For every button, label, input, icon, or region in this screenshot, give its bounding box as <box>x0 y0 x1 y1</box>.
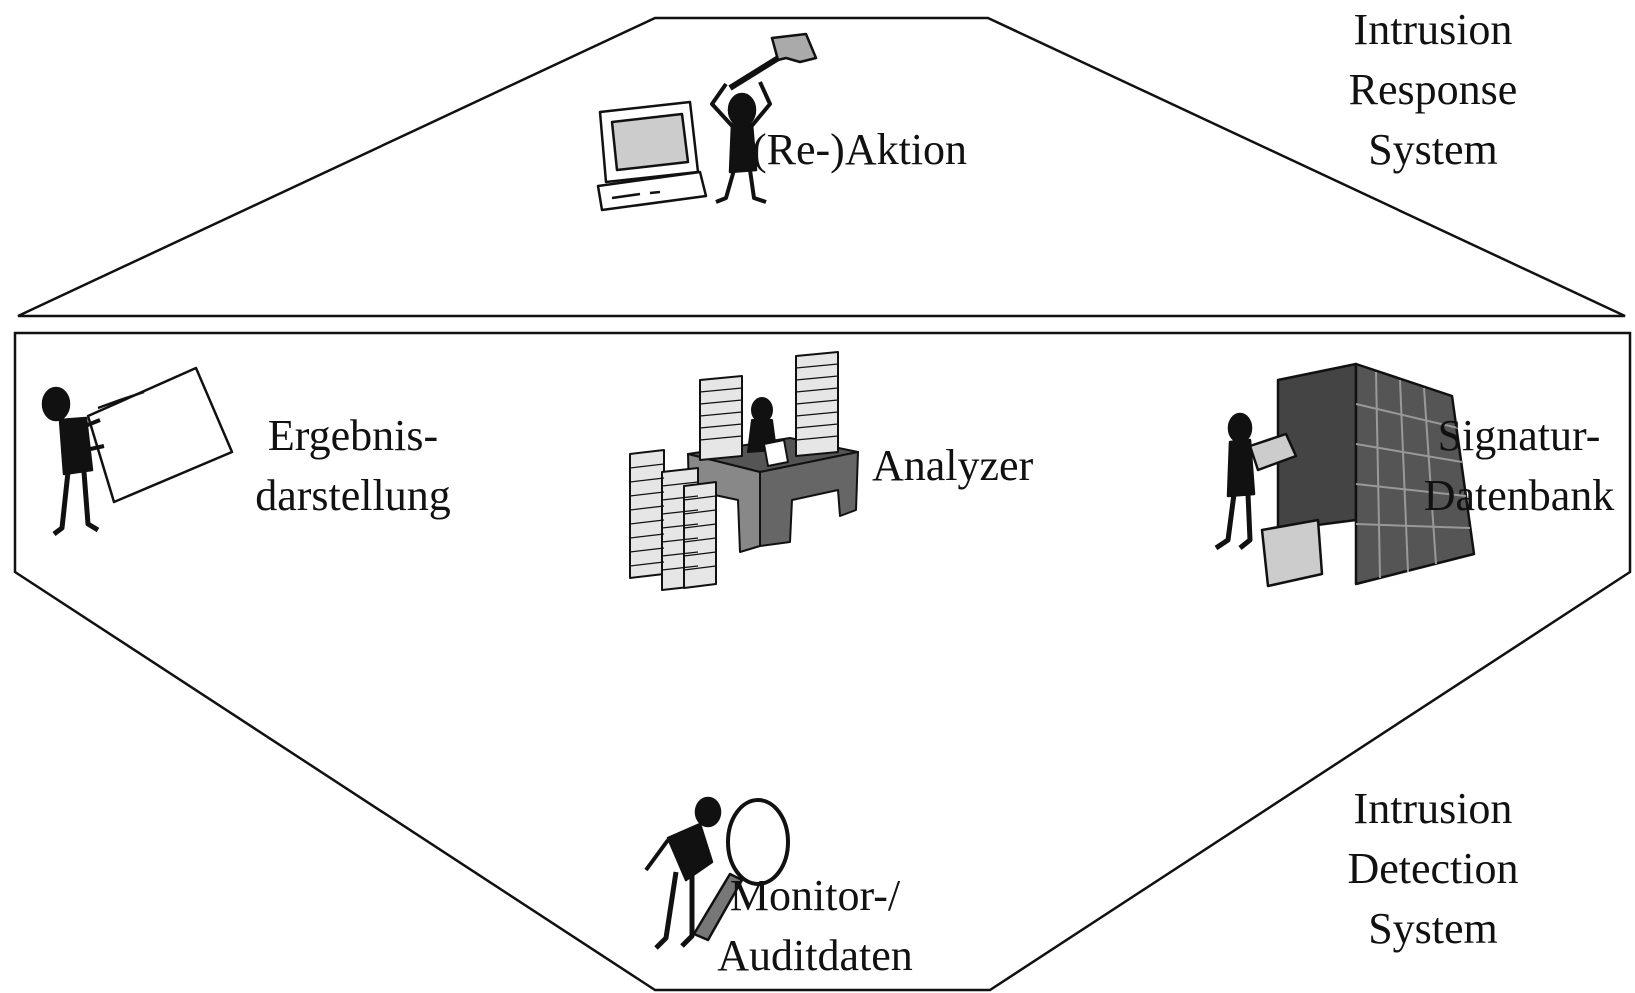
result-display-label: Ergebnis- darstellung <box>238 406 468 526</box>
response-system-title: Intrusion Response System <box>1318 0 1548 180</box>
analyzer-label: Analyzer <box>872 436 1033 496</box>
analyzer-label-text: Analyzer <box>872 441 1034 490</box>
response-system-title-line: System <box>1368 125 1498 174</box>
signature-db-label-line: Datenbank <box>1423 471 1615 520</box>
signature-db-label-line: Signatur- <box>1437 411 1601 460</box>
detection-system-title-line: Intrusion <box>1353 784 1513 833</box>
result-display-label-line: Ergebnis- <box>267 411 439 460</box>
response-system-title-line: Intrusion <box>1353 5 1513 54</box>
detection-system-outline <box>13 331 1632 992</box>
action-label: (Re-)Aktion <box>752 120 967 180</box>
signature-db-label: Signatur- Datenbank <box>1404 406 1634 526</box>
response-system-title-line: Response <box>1348 65 1518 114</box>
monitor-audit-label-line: Monitor-/ <box>729 871 901 920</box>
detection-system-title-line: System <box>1368 904 1498 953</box>
response-system-outline <box>17 16 1626 318</box>
action-label-text: (Re-)Aktion <box>752 125 968 174</box>
person-with-magnifier-icon <box>644 796 790 950</box>
monitor-audit-label: Monitor-/ Auditdaten <box>700 866 930 986</box>
computer-with-hammer-person-icon <box>596 32 818 212</box>
result-display-label-line: darstellung <box>255 471 451 520</box>
desk-with-paper-stacks-icon <box>629 351 859 591</box>
person-holding-board-icon <box>41 366 234 536</box>
detection-system-title-line: Detection <box>1347 844 1519 893</box>
monitor-audit-label-line: Auditdaten <box>717 931 913 980</box>
detection-system-title: Intrusion Detection System <box>1318 779 1548 959</box>
person-at-filing-shelf-icon <box>1214 362 1476 588</box>
